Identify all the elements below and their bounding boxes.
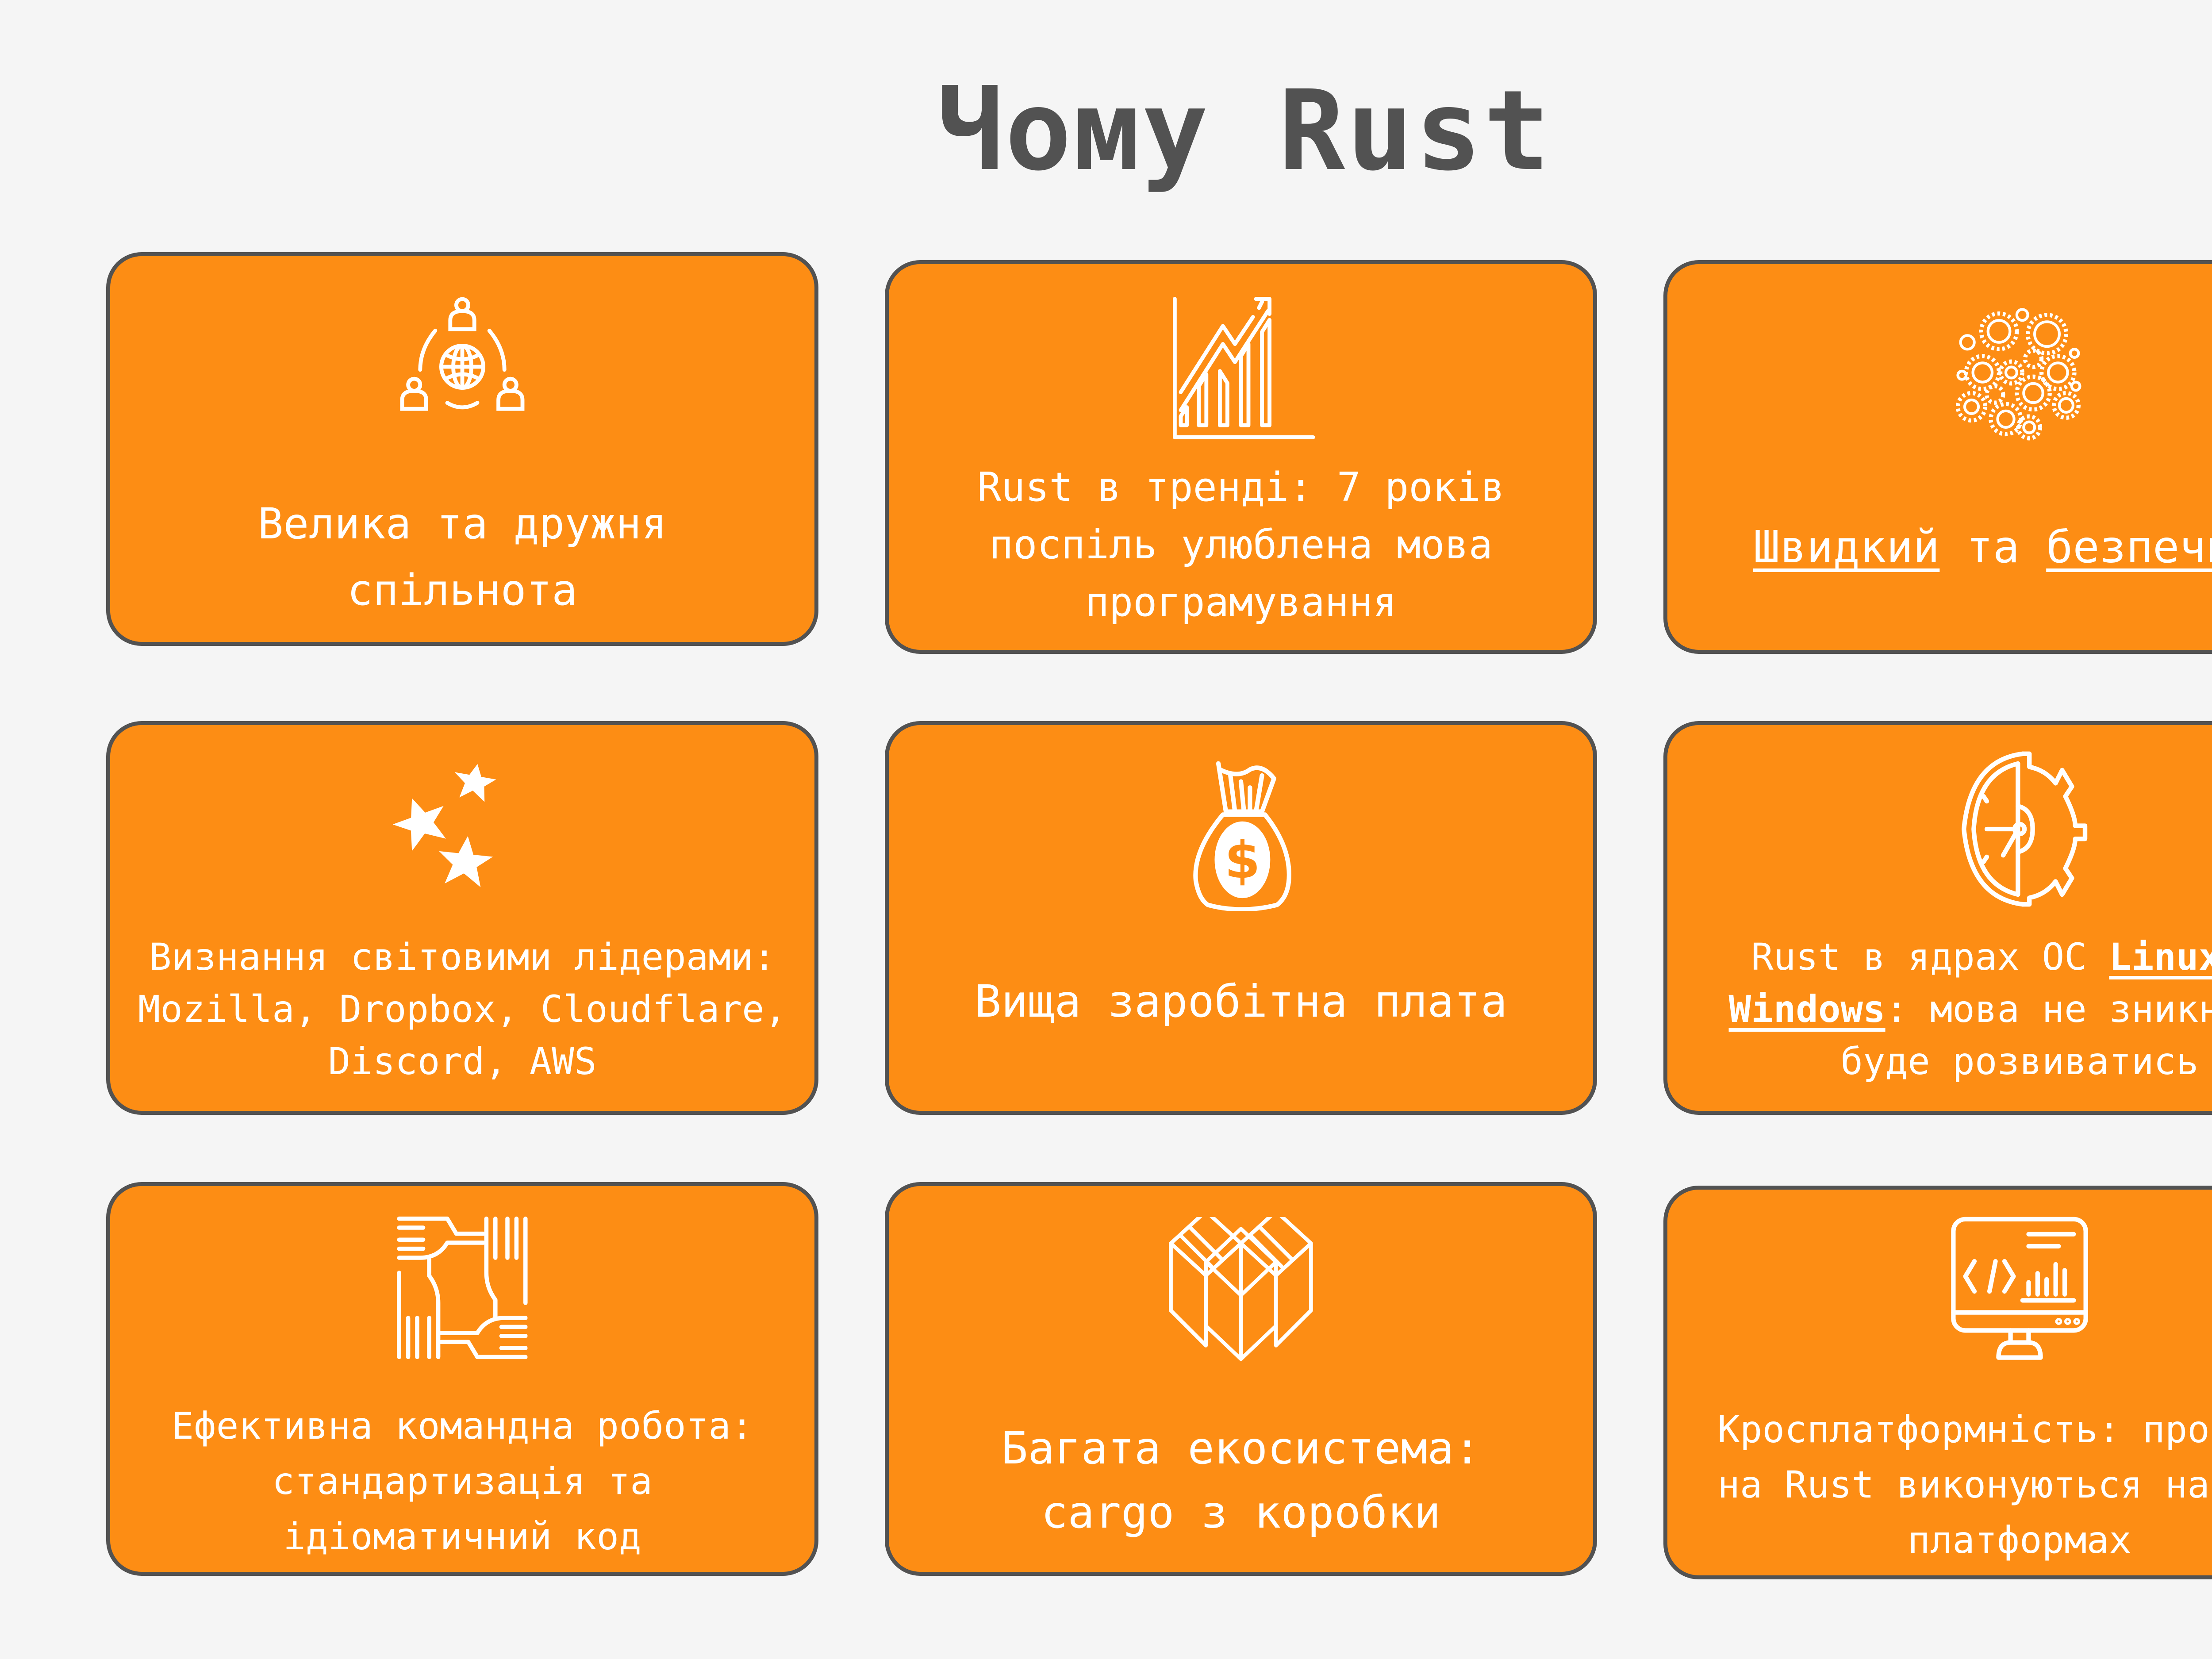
card-text-line: Вища заробітна плата	[974, 975, 1508, 1027]
trend-chart-icon	[1166, 293, 1316, 443]
safe-link[interactable]: безпечний	[2046, 521, 2212, 573]
svg-text:$: $	[1225, 831, 1260, 890]
page-title: Чому Rust	[937, 66, 1552, 195]
card-text-line: поспіль улюблена мова	[989, 522, 1493, 568]
card-text: : мова не зникне та	[1885, 987, 2212, 1031]
card-text-line: Кросплатформність: програми	[1717, 1408, 2212, 1451]
card-fast-safe: Швидкий та безпечний	[1663, 260, 2212, 654]
card-salary: $ Вища заробітна плата	[885, 721, 1597, 1115]
card-text-line: Ефективна командна робота:	[171, 1404, 753, 1448]
card-text-line: ідіоматичний код	[283, 1515, 641, 1558]
gears-icon	[1951, 304, 2088, 441]
card-trend: Rust в тренді: 7 років поспіль улюблена …	[885, 260, 1597, 654]
linux-link[interactable]: Linux	[2109, 935, 2212, 979]
card-recognition: Визнання світовими лідерами: Mozilla, Dr…	[106, 721, 818, 1115]
card-text-line: Mozilla, Dropbox, Cloudflare,	[138, 987, 787, 1031]
card-text-line: на Rust виконуються на усіх	[1717, 1463, 2212, 1506]
card-text-line: Визнання світовими лідерами:	[149, 935, 776, 979]
card-text-line: стандартизація та	[272, 1459, 653, 1503]
card-os-kernels: Rust в ядрах ОС Linux та Windows: мова н…	[1663, 721, 2212, 1115]
card-cross-platform: Кросплатформність: програми на Rust вико…	[1663, 1186, 2212, 1579]
card-text: та	[1939, 521, 2047, 573]
community-globe-icon	[387, 292, 538, 442]
card-text-line: Багата екосистема:	[1001, 1422, 1481, 1474]
card-community: Велика та дружня спільнота	[106, 252, 818, 646]
card-teamwork: Ефективна командна робота: стандартизаці…	[106, 1182, 818, 1576]
card-text-line: буде розвиватись	[1840, 1040, 2199, 1083]
boxes-icon	[1168, 1209, 1314, 1363]
clock-gear-icon	[1938, 747, 2101, 911]
code-monitor-icon	[1944, 1216, 2095, 1367]
card-text-line: cargo з коробки	[1041, 1486, 1441, 1538]
card-text-line: програмування	[1085, 579, 1397, 626]
card-ecosystem: Багата екосистема: cargo з коробки	[885, 1182, 1597, 1576]
card-text-line: Велика та дружня	[257, 499, 667, 549]
card-text-line: Rust в тренді: 7 років	[977, 464, 1505, 511]
fast-link[interactable]: Швидкий	[1753, 521, 1940, 573]
money-bag-icon: $	[1166, 760, 1316, 912]
card-text-line: платформах	[1908, 1518, 2131, 1562]
card-text-line: спільнота	[347, 565, 578, 615]
stars-icon	[387, 752, 538, 902]
windows-link[interactable]: Windows	[1728, 987, 1886, 1031]
card-text-line: Discord, AWS	[328, 1040, 597, 1083]
teamwork-hands-icon	[387, 1213, 538, 1363]
card-text: Rust в ядрах ОС	[1751, 935, 2109, 979]
